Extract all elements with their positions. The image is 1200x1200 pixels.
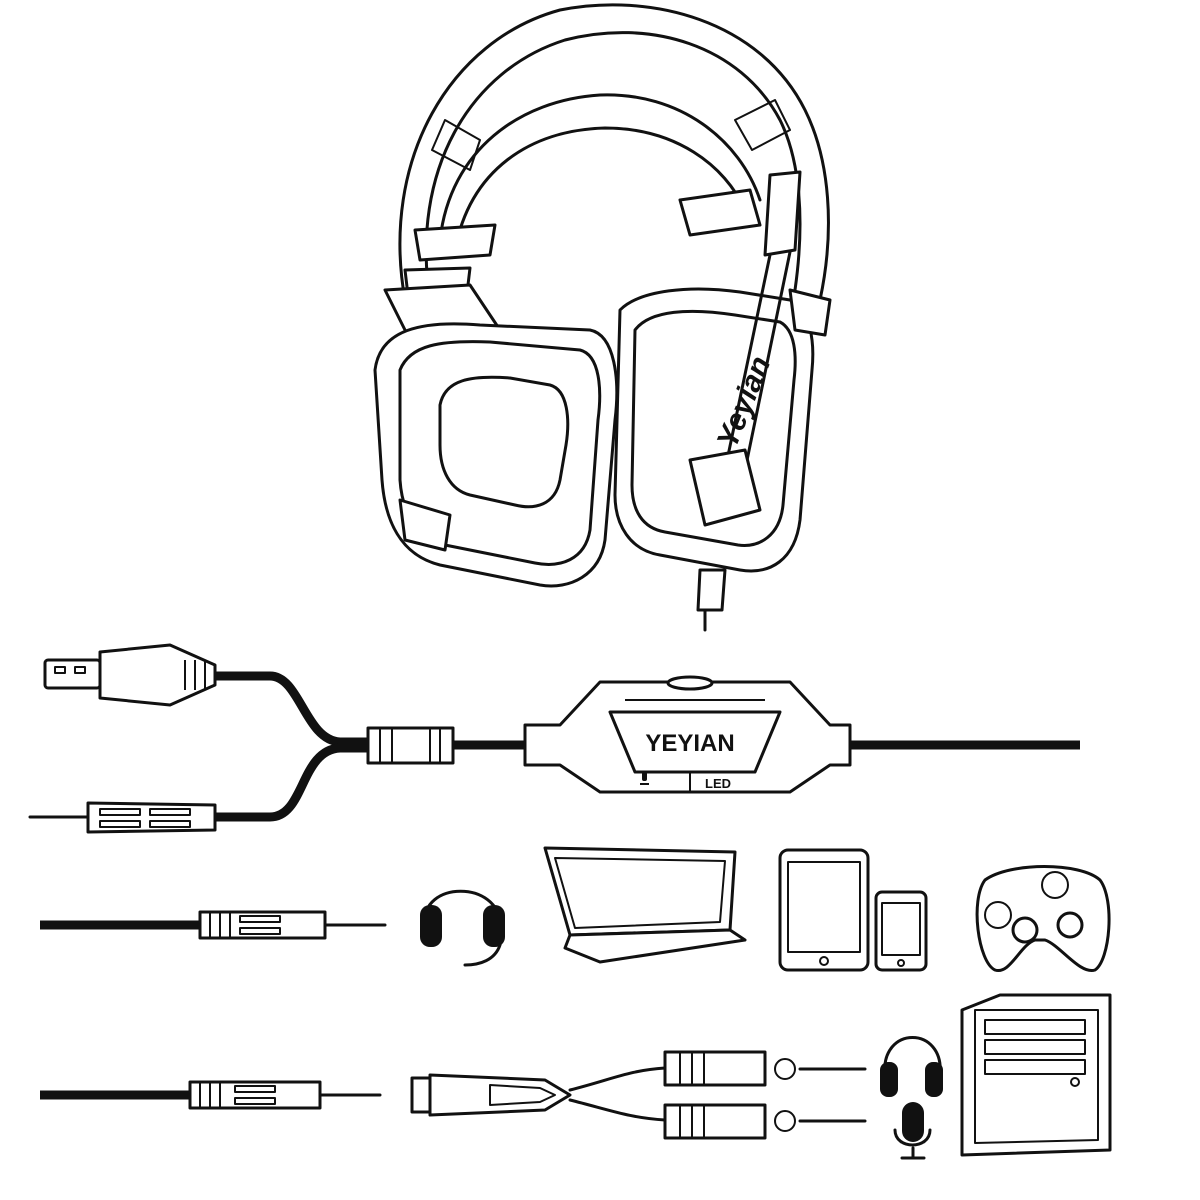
inline-volume-controller: YEYIAN LED [523, 675, 852, 794]
microphone-icon [640, 772, 649, 785]
phone-icon [874, 890, 928, 972]
extension-plug-row2 [40, 910, 387, 940]
extension-plug-row3 [40, 1080, 382, 1110]
tablet-icon [778, 848, 870, 972]
pc-tower-icon [960, 993, 1112, 1157]
controller-brand-label: YEYIAN [645, 730, 734, 757]
splitter-adapter [410, 1050, 867, 1140]
microphone-icon [893, 1102, 932, 1160]
led-label: LED [705, 776, 731, 791]
audio-plug-3-5mm [28, 801, 217, 834]
headset-illustration: Yeyian [373, 3, 832, 632]
usb-plug [43, 643, 217, 707]
laptop-icon [543, 846, 747, 964]
gamepad-icon [975, 865, 1111, 972]
cable-assembly: YEYIAN LED [28, 643, 1080, 834]
headphone-icon [880, 1036, 943, 1097]
volume-wheel [666, 675, 714, 691]
headset-icon [420, 889, 505, 967]
